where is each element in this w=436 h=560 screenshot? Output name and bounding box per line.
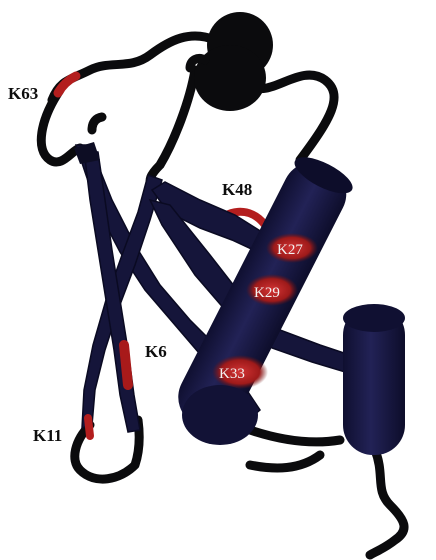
- blob-lower: [194, 45, 266, 111]
- label-k11: K11: [33, 426, 62, 445]
- coil-hook: [92, 117, 102, 130]
- helix-main-bottom: [182, 385, 258, 445]
- coil-bottom-right: [250, 455, 320, 468]
- lysine-k11-segment: [88, 418, 90, 436]
- label-k29: K29: [254, 285, 280, 301]
- helix-small-cap: [343, 304, 405, 332]
- label-k6: K6: [145, 342, 167, 361]
- label-k33: K33: [219, 366, 245, 382]
- label-k27: K27: [277, 242, 303, 258]
- coil-k63-left: [41, 90, 80, 162]
- label-k63: K63: [8, 84, 38, 103]
- top-blob: [190, 12, 273, 111]
- lysine-k63-segment: [58, 76, 76, 93]
- coil-right-tail: [370, 450, 404, 555]
- alpha-helix-small: [343, 304, 405, 455]
- coil-blob-down: [150, 70, 195, 188]
- coil-helix-link: [250, 430, 340, 442]
- lysine-k6-segment: [124, 345, 128, 385]
- label-k48: K48: [222, 180, 252, 199]
